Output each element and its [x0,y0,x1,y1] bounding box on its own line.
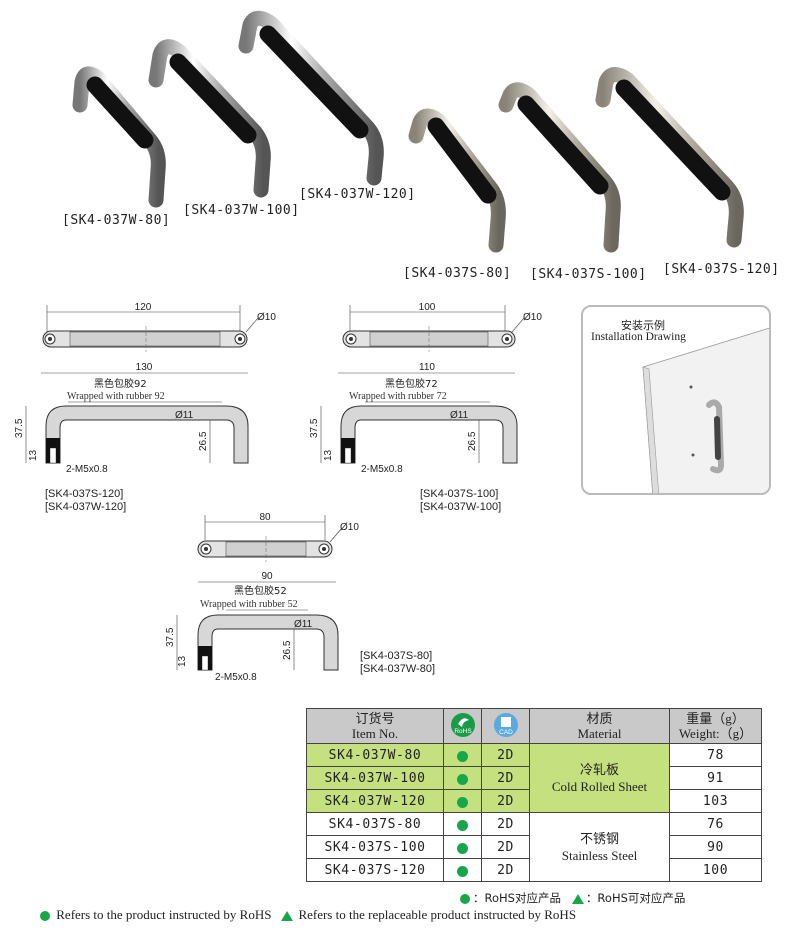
dim-outer-length: 130 [136,362,153,373]
installation-drawing-box: 安装示例 Installation Drawing [581,305,771,495]
legend-long-dot: Refers to the product instructed by RoHS [56,907,272,922]
drawing-code: [SK4-037S-120] [45,488,124,500]
table-row: SK4-037W-120 2D 103 [306,789,762,813]
legend-short-tri: ：RoHS可对应产品 [585,891,686,905]
photo-caption: [SK4-037W-120] [299,187,416,202]
handle-photo-w80 [72,66,166,208]
dim-outer-length: 90 [261,571,273,582]
rohs-dot-icon [460,893,470,904]
drawing-codes: [SK4-037S-100] [SK4-037W-100] [420,488,501,514]
drawing-code: [SK4-037S-100] [420,488,499,500]
dim-thread: 2-M5x0.8 [66,464,108,475]
dim-diameter: Ø10 [257,312,276,323]
rohs-icon: RoHS [450,712,475,737]
dim-thread-length: 13 [323,449,334,461]
header-cad: CAD [481,708,530,744]
photo-caption: [SK4-037S-120] [663,262,780,277]
dim-top-length: 80 [259,512,271,523]
dim-height: 37.5 [14,418,25,438]
dim-thread: 2-M5x0.8 [215,672,257,683]
technical-drawing-100: 100 Ø10 110 黑色包胶72 Wrapped with rubber 7… [309,302,542,475]
table-row: SK4-037S-120 2D 100 [306,858,762,882]
legend-short-dot: ：RoHS对应产品 [473,891,561,905]
dim-tube: Ø11 [450,410,469,421]
rohs-dot-icon [40,911,50,922]
triangle-icon [571,893,584,904]
rubber-label-cn: 黑色包胶72 [385,377,438,390]
handle-photo-w100 [148,39,271,198]
dim-thread: 2-M5x0.8 [361,464,403,475]
rubber-label-en: Wrapped with rubber 52 [200,599,298,610]
installation-illustration [642,327,769,493]
dim-top-length: 100 [419,302,436,313]
dim-inner-height: 26.5 [198,431,209,451]
legend-short: ：RoHS对应产品 ：RoHS可对应产品 [460,890,685,906]
rubber-label-cn: 黑色包胶92 [94,377,147,390]
dim-inner-height: 26.5 [282,640,293,660]
rohs-dot-icon [457,865,468,877]
drawing-code: [SK4-037W-80] [360,663,436,675]
rohs-dot-icon [457,773,468,785]
handle-photo-w120 [238,10,384,186]
rubber-label-en: Wrapped with rubber 92 [67,391,165,402]
drawing-code: [SK4-037S-80] [360,650,433,662]
rohs-dot-icon [457,796,468,808]
handle-photo-s120 [595,67,744,248]
install-title-cn: 安装示例 [621,319,665,332]
dim-height: 37.5 [165,627,176,647]
drawing-codes: [SK4-037S-80] [SK4-037W-80] [360,650,435,676]
install-title-en: Installation Drawing [591,331,686,343]
rohs-dot-icon [457,750,468,762]
photo-caption: [SK4-037W-80] [62,213,171,228]
rubber-label-en: Wrapped with rubber 72 [349,391,447,402]
dim-tube: Ø11 [294,619,313,630]
product-photos [72,10,744,253]
dim-thread-length: 13 [177,655,188,667]
legend-long-tri: Refers to the replaceable product instru… [298,907,577,922]
dim-thread-length: 13 [28,449,39,461]
photo-caption: [SK4-037W-100] [183,203,300,218]
dim-top-length: 120 [135,302,152,313]
technical-drawing-120: 120 Ø10 130 黑色包胶92 Wrapped with rubber 9… [14,302,276,475]
svg-text:CAD: CAD [499,729,513,736]
dim-inner-height: 26.5 [467,431,478,451]
svg-text:RoHS: RoHS [454,728,472,735]
rubber-label-cn: 黑色包胶52 [234,584,287,597]
triangle-icon [281,911,294,922]
dim-diameter: Ø10 [340,522,359,533]
rohs-dot-icon [457,819,468,831]
handle-photo-s80 [408,108,506,253]
rohs-dot-icon [457,842,468,854]
header-weight: 重量（g）Weight:（g） [669,708,762,744]
dim-diameter: Ø10 [523,312,542,323]
table-row: SK4-037S-100 2D 90 [306,835,762,859]
legend-long: Refers to the product instructed by RoHS… [40,907,576,923]
dim-outer-length: 110 [419,362,435,373]
header-rohs: RoHS [443,708,482,744]
technical-drawing-80: 80 Ø10 90 黑色包胶52 Wrapped with rubber 52 … [165,512,359,683]
photo-caption: [SK4-037S-80] [403,266,512,281]
dim-height: 37.5 [309,418,320,438]
dim-tube: Ø11 [175,410,194,421]
handle-photo-s100 [498,82,621,253]
photo-caption: [SK4-037S-100] [530,267,647,282]
cad-icon: CAD [493,712,518,737]
drawing-codes: [SK4-037S-120] [SK4-037W-120] [45,488,126,514]
drawing-code: [SK4-037W-120] [45,501,127,513]
drawing-code: [SK4-037W-100] [420,501,502,513]
